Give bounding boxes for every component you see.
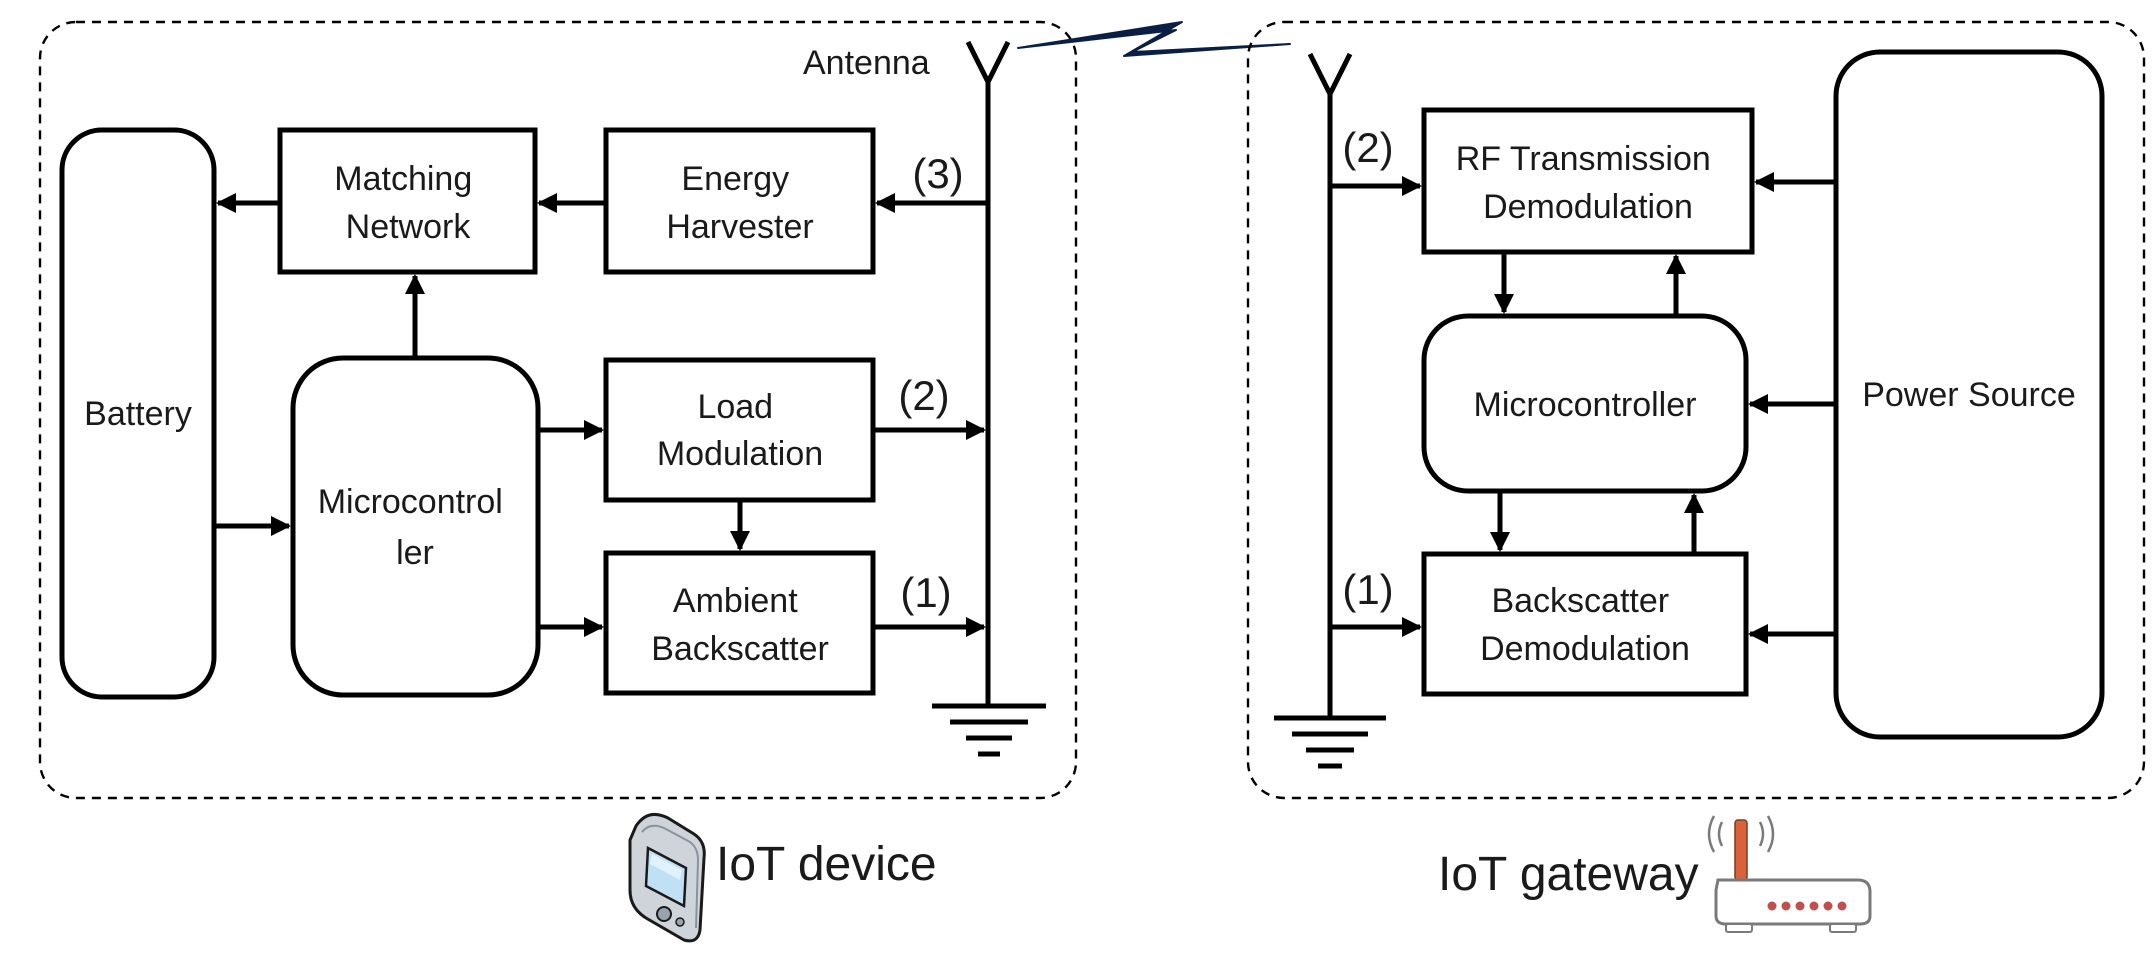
antenna-label: Antenna (803, 44, 930, 82)
device-microcontroller-label: Microcontrol ler (318, 483, 513, 572)
wireless-link-lightning-icon (1017, 21, 1291, 57)
load-modulation-block (603, 357, 876, 503)
iot-device-caption: IoT device (716, 838, 937, 891)
gateway-microcontroller-label: Microcontroller (1474, 386, 1697, 424)
power-source-block (1833, 49, 2105, 740)
device-microcontroller-block (290, 355, 541, 698)
energy-harvester-label: Energy Harvester (666, 160, 813, 246)
load-modulation-label: Load Modulation (657, 388, 823, 473)
rf-transmission-demodulation-block (1421, 107, 1755, 255)
matching-network-label: Matching Network (334, 160, 481, 246)
gateway-antenna-icon (1307, 52, 1353, 718)
device-path-3-label: (3) (912, 150, 963, 197)
power-source-label: Power Source (1862, 376, 2076, 414)
backscatter-demodulation-block (1421, 551, 1749, 697)
gateway-microcontroller-block (1421, 313, 1749, 494)
device-path-1-label: (1) (900, 569, 951, 616)
battery-block (59, 127, 217, 700)
energy-harvester-block (603, 127, 876, 275)
iot-gateway-caption: IoT gateway (1438, 848, 1699, 901)
wifi-router-icon (1707, 815, 1872, 933)
rf-transmission-demodulation-label: RF Transmission Demodulation (1456, 140, 1721, 226)
backscatter-demodulation-label: Backscatter Demodulation (1480, 582, 1690, 668)
gateway-ground-icon (1274, 715, 1386, 769)
gateway-connections (1330, 172, 1836, 644)
ambient-backscatter-label: Ambient Backscatter (651, 582, 829, 668)
iot-gateway-boundary (1246, 20, 2146, 800)
gateway-path-1-label: (1) (1342, 566, 1393, 613)
device-ground-icon (932, 703, 1046, 757)
ambient-backscatter-block (603, 550, 876, 696)
device-connections (214, 193, 988, 637)
matching-network-block (277, 127, 538, 275)
handheld-device-icon (628, 812, 706, 943)
iot-device-boundary (38, 20, 1078, 800)
gateway-path-2-label: (2) (1342, 124, 1393, 171)
device-antenna-icon (965, 40, 1011, 706)
battery-label: Battery (84, 395, 192, 433)
device-path-2-label: (2) (898, 372, 949, 419)
